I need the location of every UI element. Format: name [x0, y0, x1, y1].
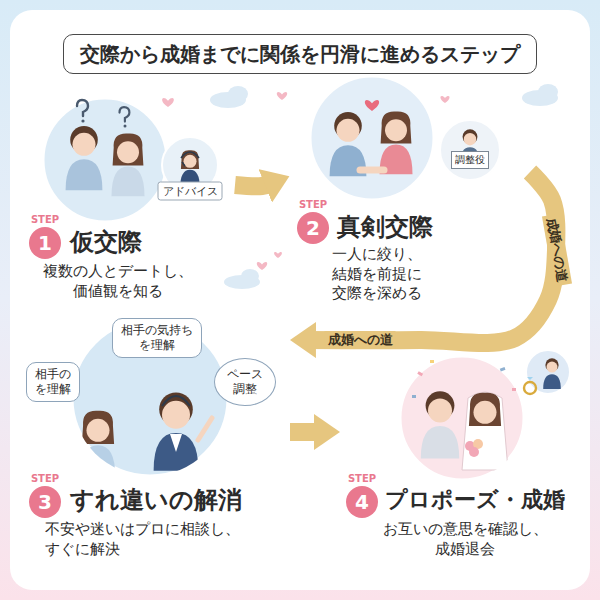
art-part [310, 76, 434, 200]
art-part [365, 100, 379, 111]
art-part [81, 392, 212, 476]
art-part [400, 356, 524, 480]
step3-scene [72, 320, 228, 476]
art-part [417, 371, 423, 376]
step1-scene [43, 98, 218, 222]
art-part [72, 320, 228, 476]
art-part [43, 98, 167, 222]
art-part [170, 434, 182, 452]
art-part [468, 393, 503, 459]
step-number: 1 [29, 227, 61, 259]
step-tag: STEP [299, 199, 327, 210]
art-part [462, 392, 508, 470]
art-part [412, 395, 416, 398]
step-heading: すれ違いの解消 [70, 486, 242, 515]
step-description: お互いの意思を確認し、成婚退会 [380, 520, 550, 559]
step-number: 4 [346, 486, 378, 518]
art-part [81, 119, 84, 122]
speech-bubble: 相手のを理解 [26, 362, 80, 402]
art-part [274, 252, 282, 258]
speech-bubble: ペース調整 [214, 358, 276, 406]
step-description: 複数の人とデートし、価値観を知る [40, 262, 195, 301]
art-part [330, 111, 413, 176]
step-number: 3 [29, 486, 61, 518]
art-part [538, 84, 558, 100]
art-part [430, 360, 434, 363]
art-part [124, 125, 127, 128]
speech-bubble: 相手の気持ちを理解 [112, 318, 202, 358]
art-part [81, 411, 116, 477]
art-part [257, 262, 267, 270]
bubble-text: 相手のを理解 [34, 367, 72, 397]
art-part [526, 350, 570, 394]
art-part [360, 167, 384, 174]
step-tag: STEP [31, 473, 59, 484]
title-banner: 交際から成婚までに関係を円滑に進めるステップ [63, 34, 537, 74]
bubble-text: 相手の気持ちを理解 [120, 323, 194, 353]
art-part [440, 120, 500, 180]
art-part [162, 396, 190, 406]
step-heading: 仮交際 [70, 228, 142, 257]
art-part [277, 92, 287, 100]
step-description: 一人に絞り、結婚を前提に交際を深める [332, 245, 427, 304]
step-panel: 4プロポーズ・成婚お互いの意思を確認し、成婚退会 [340, 350, 588, 565]
art-part [421, 391, 508, 470]
art-part [241, 269, 259, 283]
art-part [524, 382, 536, 394]
art-part [235, 172, 556, 432]
road-label: 成婚への道 [325, 331, 396, 349]
step-number: 2 [297, 212, 329, 244]
step-tag: STEP [31, 214, 59, 225]
art-part [181, 152, 199, 158]
art-part [543, 358, 561, 389]
art-part [527, 377, 533, 380]
art-part [66, 126, 145, 196]
art-part [162, 98, 174, 107]
step-heading: 真剣交際 [337, 213, 433, 242]
art-part [182, 162, 185, 166]
art-part [469, 447, 479, 457]
confetti [412, 360, 516, 398]
bubble-text: ペース調整 [226, 367, 264, 397]
art-part [77, 100, 88, 116]
art-part [543, 358, 561, 389]
art-part [440, 96, 449, 103]
step4-scene [400, 350, 570, 480]
art-part [120, 107, 130, 121]
art-part [512, 388, 516, 391]
road-arrow [308, 172, 556, 343]
step-heading: プロポーズ・成婚 [385, 486, 565, 515]
art-part [66, 126, 103, 190]
step-tag: STEP [348, 473, 376, 484]
step-panel: 2 真剣交際一人に絞り、結婚を前提に交際を深める [290, 75, 530, 315]
coordinator-sign: 調整役 [451, 151, 489, 169]
art-part [198, 418, 212, 440]
art-part [500, 367, 506, 372]
art-part [154, 392, 199, 470]
art-part [421, 391, 459, 458]
advice-tag: アドバイス [158, 182, 223, 201]
road-arrow [290, 423, 322, 441]
road-arrow [235, 183, 273, 186]
step-panel: 3 すれ違いの解消不安や迷いはプロに相談し、すぐに解決 相手の気持ちを理解相手のを理… [15, 318, 290, 565]
step2-scene [310, 76, 500, 200]
art-part [112, 133, 145, 196]
road-label: 成婚への道 [542, 213, 572, 286]
art-part [380, 111, 413, 174]
step-description: 不安や迷いはプロに相談し、すぐに解決 [45, 520, 245, 559]
art-part [228, 86, 248, 102]
